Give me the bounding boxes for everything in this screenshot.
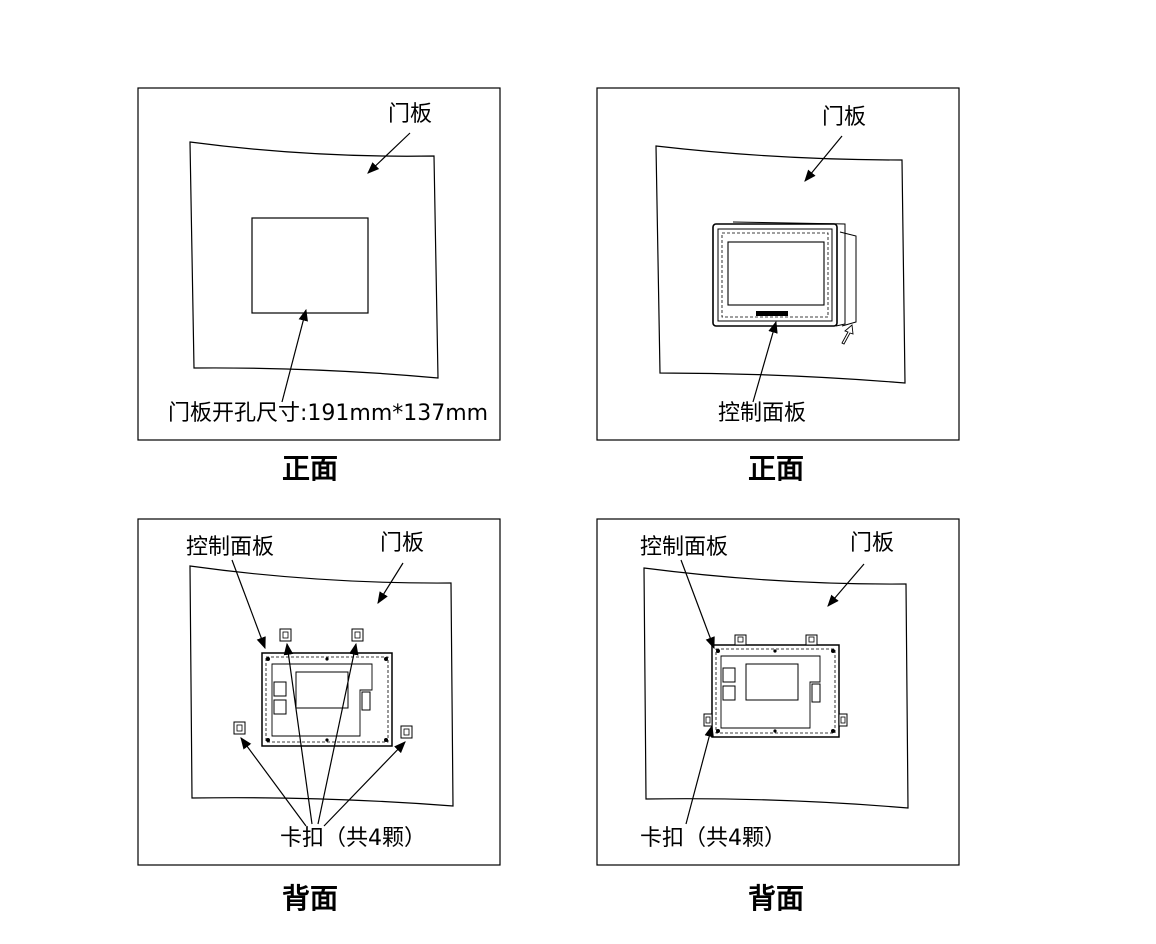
frame [137, 87, 501, 441]
clip-arrow [323, 741, 406, 827]
door-arrow [827, 563, 865, 607]
clip-arrow [317, 642, 359, 825]
panel-back-clips-loose: 控制面板 门板 卡扣（共4颗） 背面 [137, 518, 501, 915]
door-arrow [377, 562, 404, 605]
frame [137, 518, 501, 866]
door-label: 门板 [822, 105, 866, 130]
direction-arrow-icon [841, 324, 854, 345]
control-panel-label: 控制面板 [640, 535, 728, 560]
clip-icon [805, 634, 818, 646]
screen [727, 241, 825, 306]
clip-arrow [283, 642, 313, 825]
clip-icon [703, 713, 713, 727]
panel-front-cutout: 门板 门板开孔尺寸:191mm*137mm 正面 [137, 87, 501, 485]
door-label: 门板 [850, 531, 894, 556]
control-panel-device [712, 221, 857, 327]
clip-icon [734, 634, 747, 646]
frame [596, 87, 960, 441]
clip-icon [233, 721, 246, 735]
control-arrow [752, 320, 778, 403]
clip-label: 卡扣（共4颗） [640, 826, 786, 851]
control-panel-label: 控制面板 [718, 401, 806, 426]
caption-back-2: 背面 [748, 882, 804, 915]
clip-icon [400, 725, 413, 739]
caption-back-1: 背面 [282, 882, 338, 915]
control-panel-back [261, 652, 393, 747]
door-label: 门板 [380, 531, 424, 556]
control-arrow [680, 559, 715, 650]
clip-icon [279, 628, 292, 642]
panel-front-mounted: 门板 控制面板 正面 [596, 87, 960, 485]
control-panel-label: 控制面板 [186, 535, 274, 560]
clip-label: 卡扣（共4颗） [280, 826, 426, 851]
control-arrow [231, 559, 266, 650]
panel-back-clips-installed: 控制面板 门板 卡扣（共4颗） 背面 [596, 518, 960, 915]
caption-front-2: 正面 [748, 452, 804, 485]
door-label: 门板 [388, 102, 432, 127]
clip-icon [838, 713, 848, 727]
control-panel-back [711, 644, 840, 738]
hole-size-label: 门板开孔尺寸:191mm*137mm [168, 401, 488, 426]
cutout-hole [251, 217, 369, 314]
clip-arrow [685, 724, 714, 825]
clip-arrow [240, 737, 307, 827]
frame [596, 518, 960, 866]
hole-arrow [281, 308, 308, 403]
caption-front-1: 正面 [282, 452, 338, 485]
door-arrow [804, 135, 843, 182]
brand-logo [756, 311, 788, 316]
clip-icon [351, 628, 364, 642]
door-arrow [367, 132, 411, 174]
